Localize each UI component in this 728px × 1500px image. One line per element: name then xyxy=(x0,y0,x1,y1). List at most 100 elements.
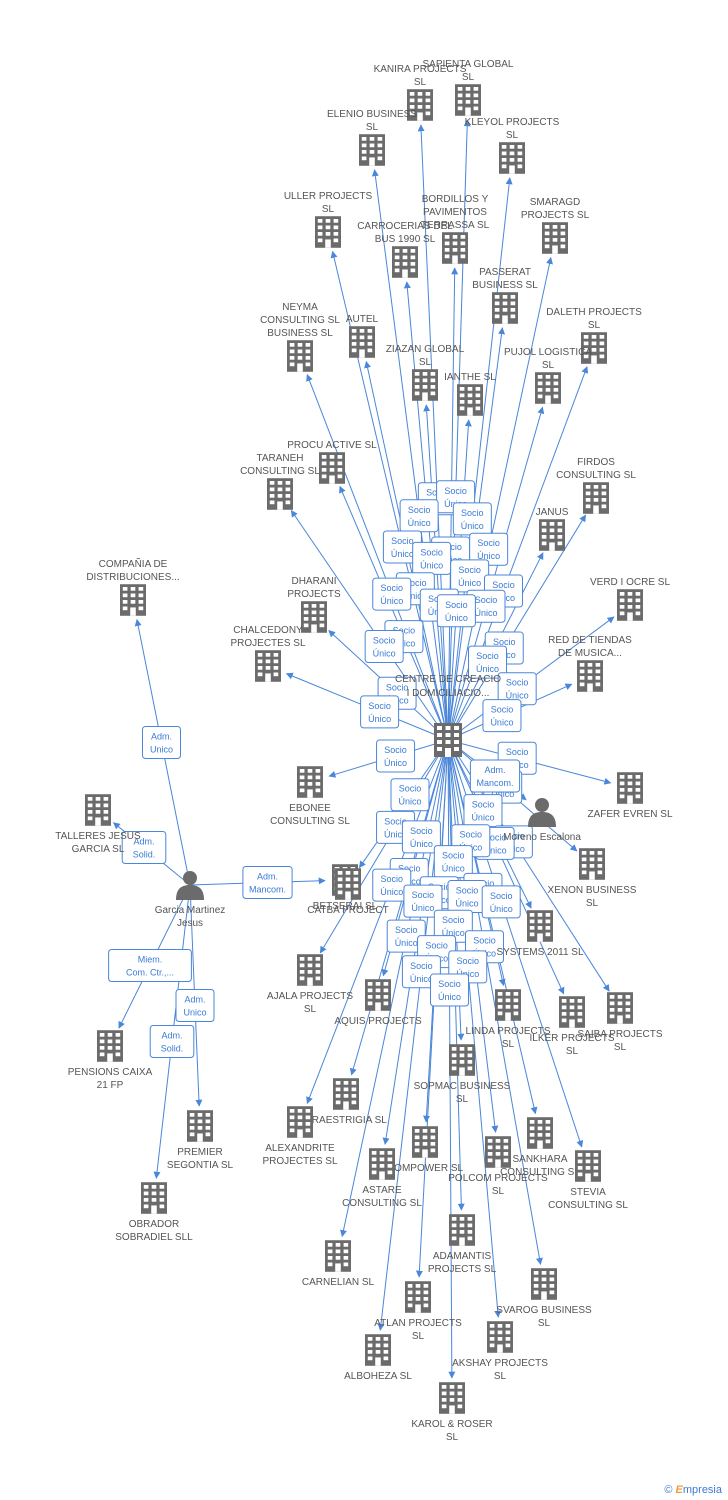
company-node-carnelian[interactable]: CARNELIAN SL xyxy=(302,1240,375,1288)
company-node-systems[interactable]: SYSTEMS 2011 SL xyxy=(496,910,584,958)
company-node-compania[interactable]: COMPAÑIA DEDISTRIBUCIONES... xyxy=(86,557,180,616)
rel-label-alboheza-text: Socio xyxy=(410,961,433,971)
rel-label-p_garcia-premier[interactable]: Adm.Unico xyxy=(175,989,215,1022)
company-node-aquis[interactable]: AQUIS PROJECTS xyxy=(334,979,422,1027)
rel-label-stevia-text: Único xyxy=(490,904,513,914)
rel-label-p_garcia-betserai[interactable]: Adm.Mancom. xyxy=(242,866,293,899)
rel-label-aquis-text: Socio xyxy=(410,826,433,836)
company-node-alboheza[interactable]: ALBOHEZA SL xyxy=(344,1334,412,1382)
node-label: CONSULTING SL xyxy=(270,816,350,827)
company-node-autel[interactable]: AUTEL xyxy=(346,314,379,358)
node-label: CARNELIAN SL xyxy=(302,1277,375,1288)
rel-label-p_garcia-compania[interactable]: Adm.Unico xyxy=(142,726,181,759)
company-node-janus[interactable]: JANUS xyxy=(536,507,569,551)
company-node-zafer[interactable]: ZAFER EVREN SL xyxy=(587,772,673,820)
company-node-procu[interactable]: PROCU ACTIVE SL xyxy=(287,440,377,484)
rel-label-sapienta-text: Socio xyxy=(444,486,467,496)
company-node-verdiocre[interactable]: VERD I OCRE SL xyxy=(590,577,670,621)
rel-label-p_garcia-talleres[interactable]: Adm.Solid. xyxy=(121,831,167,864)
company-node-ianthe[interactable]: IANTHE SL xyxy=(444,372,496,416)
node-label: VERD I OCRE SL xyxy=(590,577,670,588)
rel-label-p_garcia-pensions[interactable]: Miem.Com. Ctr.,... xyxy=(108,949,192,982)
node-label: DE MUSICA... xyxy=(558,648,622,659)
person-node-p_moreno[interactable]: Moreno Escalona xyxy=(503,798,581,843)
company-node-betserai[interactable]: BETSERAI SL xyxy=(313,864,378,912)
rel-label-adamantis-text: Socio xyxy=(442,915,465,925)
rel-label-neyma-text: Único xyxy=(380,596,403,606)
node-label: FIRDOS xyxy=(577,457,615,468)
rel-label-p_garcia-obrador[interactable]: Adm.Solid. xyxy=(149,1025,195,1058)
company-node-praestrigia[interactable]: PRAESTRIGIA SL xyxy=(305,1078,387,1126)
rel-label-janus-text: Único xyxy=(476,664,499,674)
company-node-compower[interactable]: COMPOWER SL xyxy=(387,1126,464,1174)
rel-label-chalcedony-text: Socio xyxy=(368,701,391,711)
rel-label-hub-p_moreno[interactable]: Adm.Mancom. xyxy=(469,759,521,793)
building-icon xyxy=(349,326,375,358)
node-label: CONSULTING SL xyxy=(240,466,320,477)
company-node-catba[interactable]: CATBA PROJECT xyxy=(307,868,389,916)
